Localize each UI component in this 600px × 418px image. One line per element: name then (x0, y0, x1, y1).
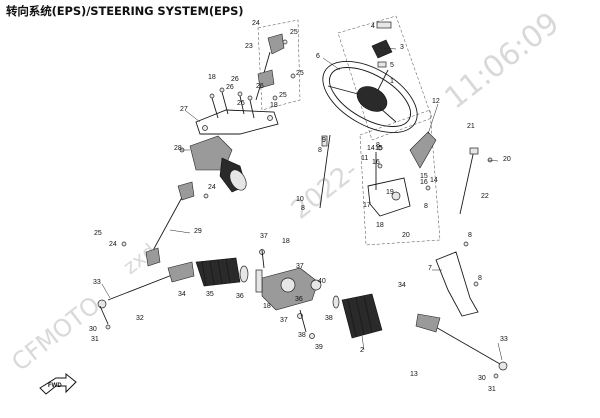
callout-33: 33 (93, 279, 101, 286)
callout-30: 30 (89, 326, 97, 333)
callout-1: 1 (390, 78, 394, 85)
callout-40: 40 (318, 278, 326, 285)
callout-5: 5 (390, 62, 394, 69)
callout-28: 28 (174, 145, 182, 152)
callout-26: 26 (226, 84, 234, 91)
watermark-time: 11:06:09 (438, 6, 566, 117)
callout-31: 31 (91, 336, 99, 343)
callout-15: 15 (375, 145, 383, 152)
callout-36: 36 (236, 293, 244, 300)
callout-10: 10 (296, 196, 304, 203)
callout-33: 33 (500, 336, 508, 343)
callout-8: 8 (301, 205, 305, 212)
upper-joint-assembly (255, 33, 296, 101)
callout-32: 32 (136, 315, 144, 322)
callout-20: 20 (402, 232, 410, 239)
callout-23: 23 (245, 43, 253, 50)
callout-8: 8 (468, 232, 472, 239)
column-shaft (319, 134, 331, 209)
callout-38: 38 (325, 315, 333, 322)
callout-14: 14 (367, 145, 375, 152)
right-tie-rod (415, 313, 508, 379)
fwd-label: FWD (48, 383, 62, 389)
callout-20: 20 (503, 156, 511, 163)
callout-8: 8 (478, 275, 482, 282)
horn-cap (371, 39, 393, 68)
callout-18: 18 (282, 238, 290, 245)
leader-lines (101, 47, 503, 361)
callout-25: 25 (296, 70, 304, 77)
callout-37: 37 (280, 317, 288, 324)
callout-16: 16 (372, 159, 380, 166)
callout-38: 38 (298, 332, 306, 339)
callout-37: 37 (260, 233, 268, 240)
callout-9: 9 (322, 137, 326, 144)
callout-labels: 1234567888888910111213141415151616171818… (89, 20, 511, 393)
callout-3: 3 (400, 44, 404, 51)
callout-16: 16 (420, 179, 428, 186)
eps-motor (179, 135, 247, 193)
callout-26: 26 (237, 100, 245, 107)
callout-17: 17 (363, 202, 371, 209)
callout-8: 8 (376, 142, 380, 149)
callout-12: 12 (432, 98, 440, 105)
callout-25: 25 (94, 230, 102, 237)
callout-24: 24 (109, 241, 117, 248)
callout-14: 14 (430, 177, 438, 184)
title-en: /STEERING SYSTEM(EPS) (86, 4, 244, 18)
callout-13: 13 (410, 371, 418, 378)
watermark-brand: CFMOTO (6, 291, 105, 377)
callout-18: 18 (208, 74, 216, 81)
callout-39: 39 (315, 344, 323, 351)
callout-25: 25 (279, 92, 287, 99)
callout-19: 19 (386, 189, 394, 196)
callout-37: 37 (296, 263, 304, 270)
callout-4: 4 (371, 23, 375, 30)
callout-25: 25 (290, 29, 298, 36)
support-bracket (435, 241, 479, 317)
callout-34: 34 (398, 282, 406, 289)
callout-35: 35 (206, 291, 214, 298)
callout-11: 11 (361, 155, 368, 162)
callout-18: 18 (376, 222, 384, 229)
steering-label-plate (376, 21, 392, 29)
left-rack-boot (195, 257, 249, 287)
mount-bracket (195, 87, 279, 135)
callout-26: 26 (256, 83, 264, 90)
callout-7: 7 (428, 265, 432, 272)
callout-26: 26 (231, 76, 239, 83)
left-tie-rod (97, 261, 195, 330)
fwd-arrow: FWD (39, 372, 77, 395)
callout-34: 34 (178, 291, 186, 298)
callout-27: 27 (180, 106, 188, 113)
steering-gear-housing (255, 249, 322, 339)
watermark-year: 2022- (286, 155, 364, 225)
callout-24: 24 (208, 184, 216, 191)
callout-31: 31 (488, 386, 496, 393)
callout-29: 29 (194, 228, 202, 235)
wheel-group-frame (337, 15, 433, 141)
callout-22: 22 (481, 193, 489, 200)
callout-30: 30 (478, 375, 486, 382)
callout-15: 15 (420, 173, 428, 180)
callout-6: 6 (316, 53, 320, 60)
column-bracket (367, 131, 437, 217)
title-cn: 转向系统(EPS) (6, 4, 87, 18)
callout-18: 18 (263, 303, 271, 310)
callout-2: 2 (360, 347, 364, 354)
right-rack-boot (332, 293, 383, 339)
tilt-gas-spring (459, 147, 493, 215)
callout-8: 8 (318, 147, 322, 154)
lower-intermediate-shaft (121, 181, 209, 267)
callout-18: 18 (270, 102, 278, 109)
bracket-group-frame (359, 109, 441, 246)
callout-8: 8 (424, 203, 428, 210)
page-title: 转向系统(EPS)/STEERING SYSTEM(EPS) (6, 3, 244, 19)
callout-36: 36 (295, 296, 303, 303)
steering-wheel (322, 60, 418, 134)
callout-21: 21 (467, 123, 475, 130)
callout-24: 24 (252, 20, 260, 27)
